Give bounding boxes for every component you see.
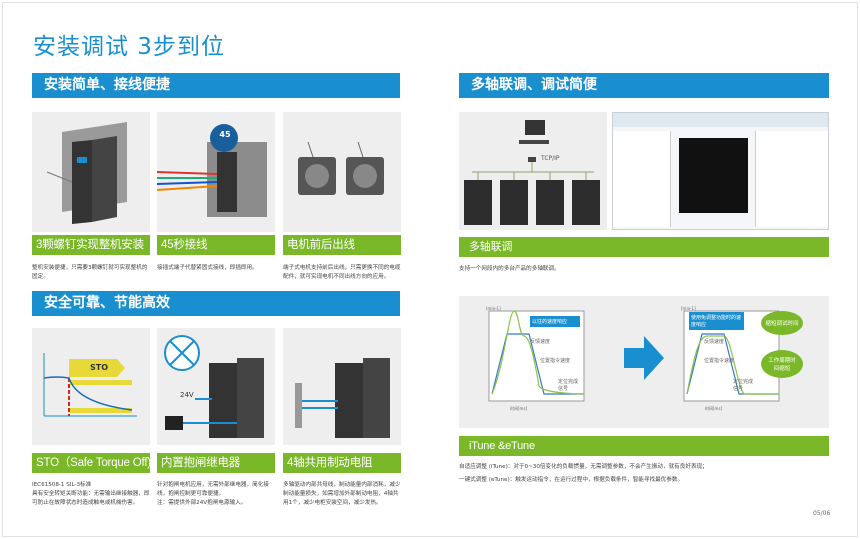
desc-line: 具有安全转矩关断功能：无需输出继接触器，即可防止在故障状态时造成触电或机械伤害。 — [32, 491, 150, 506]
feature-label: 3颗螺钉实现整机安装 — [32, 235, 150, 255]
feature-label: 4轴共用制动电阻 — [283, 453, 401, 473]
itune-desc: 自适应调整 (iTune)：对于0~30倍变化的负载惯量，无需调整参数，不会产生… — [459, 464, 708, 470]
multi-axis-label: 多轴联调 — [459, 237, 829, 257]
page-number: 05/06 — [813, 510, 831, 517]
desc-line: IEC61508-1 SIL-3标准 — [32, 482, 92, 488]
section-heading-tuning: 多轴联调、调试简便 — [459, 73, 829, 98]
feature-label: 45秒接线 — [157, 235, 275, 255]
feature-desc: 端子式电机支持前后出线，只需更换不同的电缆配件，就可实现电机不同出线方向的应用。 — [283, 265, 401, 280]
image-motor-cables — [283, 112, 401, 232]
image-tuning-comparison — [459, 296, 829, 428]
image-screw-install — [32, 112, 150, 232]
sto-arrow-label: STO — [90, 363, 109, 372]
voltage-label: 24V — [180, 391, 194, 399]
callout-after: 使用免调整功能时的速度响应 — [689, 312, 744, 330]
desc-line: 多轴驱动内部共母线，制动能量内部消耗，减少制动能量损失，如需增加外部制动电阻，4… — [283, 482, 401, 506]
legend-cmd: 位置指令速度 — [540, 358, 571, 364]
network-label: TCP/IP — [541, 155, 560, 162]
desc-line: 注：需提供外部24V抱闸电源输入。 — [157, 500, 247, 506]
feature-desc: IEC61508-1 SIL-3标准具有安全转矩关断功能：无需输出继接触器，即可… — [32, 481, 150, 508]
callout-before: 以往的速度响应 — [530, 316, 580, 327]
wiring-badge: 45 — [219, 130, 231, 139]
x-axis-label: 时间[ms] — [510, 406, 528, 411]
feature-desc: 接插式端子代替紧固式接线，即插即用。 — [157, 265, 258, 271]
multi-axis-desc: 支持一个网段内的多台产品的多轴联调。 — [459, 266, 560, 272]
y-axis-label: [min-1] — [486, 306, 501, 311]
image-45s-wiring — [157, 112, 275, 232]
image-brake-relay — [157, 328, 275, 445]
image-network-topology — [459, 112, 607, 230]
legend-cmd: 位置指令速度 — [704, 358, 735, 364]
feature-label: 电机前后出线 — [283, 235, 401, 255]
benefit-badge: 缩短调试时间 — [765, 321, 799, 327]
section-heading-safety: 安全可靠、节能高效 — [32, 291, 400, 316]
image-sto-diagram — [32, 328, 150, 445]
desc-line: 针对抱闸电机应用，无需外部继电器，简化接线，抱闸控制更可靠便捷。 — [157, 482, 269, 497]
itune-etune-label: iTune &eTune — [459, 436, 829, 456]
legend-pos: 定位完成信号 — [558, 379, 579, 392]
feature-desc: 整机安装便捷，只需要3颗螺钉就可实现整机的固定。 — [32, 265, 148, 280]
page-title: 安装调试 3步到位 — [33, 34, 225, 60]
y-axis-label: [min-1] — [681, 306, 696, 311]
feature-label: 内置抱闸继电器 — [157, 453, 275, 473]
legend-feedback: 反馈速度 — [704, 339, 725, 345]
benefit-badge: 工作周期时间缩短 — [768, 358, 796, 372]
feature-desc: 多轴驱动内部共母线，制动能量内部消耗，减少制动能量损失，如需增加外部制动电阻，4… — [283, 481, 401, 508]
legend-feedback: 反馈速度 — [530, 339, 551, 345]
etune-desc: 一键式调整 (eTune)：触发运动指令，在运行过程中，根据负载条件，智能寻找最… — [459, 477, 684, 483]
x-axis-label: 时间[ms] — [705, 406, 723, 411]
software-screenshot — [612, 112, 829, 230]
image-shared-resistor — [283, 328, 401, 445]
feature-label: STO（Safe Torque Off) — [32, 453, 151, 473]
feature-desc: 针对抱闸电机应用，无需外部继电器，简化接线，抱闸控制更可靠便捷。注：需提供外部2… — [157, 481, 275, 508]
section-heading-install: 安装简单、接线便捷 — [32, 73, 400, 98]
legend-pos: 定位完成信号 — [733, 379, 754, 392]
